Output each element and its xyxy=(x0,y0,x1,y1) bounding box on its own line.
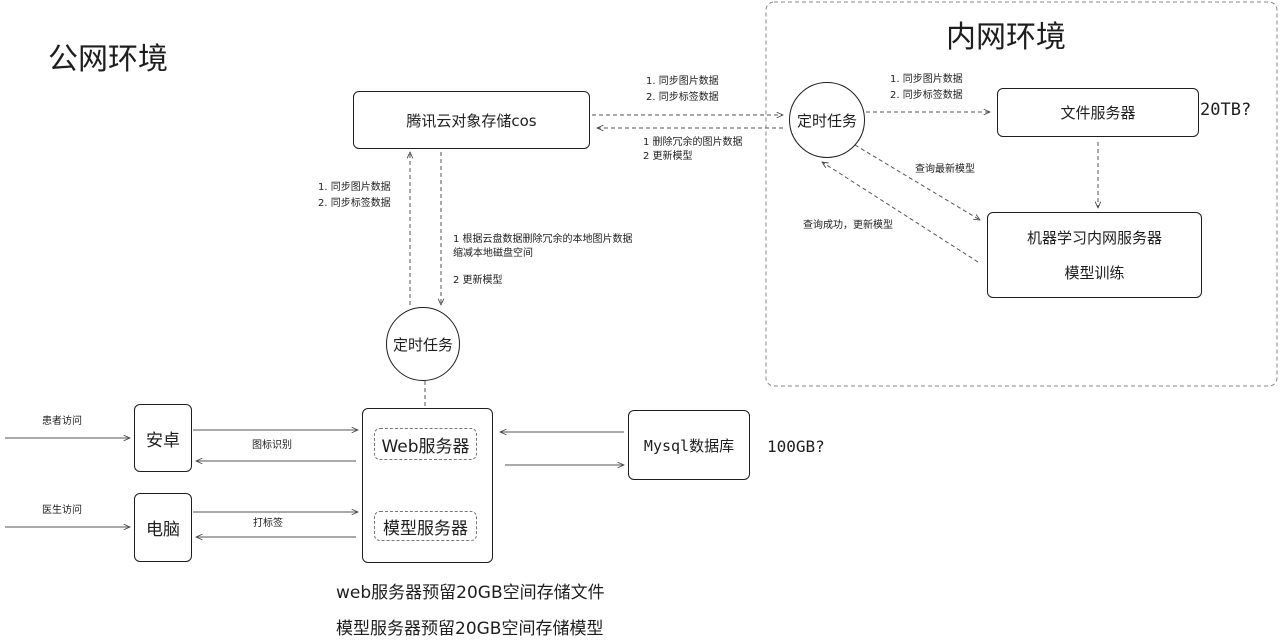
note-model-reserve: 模型服务器预留20GB空间存储模型 xyxy=(336,619,604,639)
intranet-region-border xyxy=(765,1,1278,387)
label-doctor-visit: 医生访问 xyxy=(42,505,82,516)
label-cos-sync-1: 1. 同步图片数据 xyxy=(646,76,719,87)
label-cos-sync-2: 2. 同步标签数据 xyxy=(646,92,719,103)
note-web-reserve: web服务器预留20GB空间存储文件 xyxy=(336,583,605,603)
label-icon-recognition: 图标识别 xyxy=(252,440,292,451)
label-tagging: 打标签 xyxy=(253,518,283,529)
label-sched-file-1: 1. 同步图片数据 xyxy=(890,74,963,85)
web-server-node[interactable]: Web服务器 xyxy=(374,428,477,460)
label-intranet-update-model: 2 更新模型 xyxy=(643,151,693,162)
label-public-up-2: 2. 同步标签数据 xyxy=(318,198,391,209)
arrow-ml-to-scheduler xyxy=(822,162,979,263)
file-server-node[interactable]: 文件服务器 xyxy=(997,88,1199,137)
ml-server-sublabel: 模型训练 xyxy=(1064,264,1125,282)
mysql-node[interactable]: Mysql数据库 xyxy=(628,410,750,480)
label-public-down-1b: 缩减本地磁盘空间 xyxy=(453,248,533,259)
cos-node[interactable]: 腾讯云对象存储cos xyxy=(353,91,590,149)
label-patient-visit: 患者访问 xyxy=(42,416,82,427)
label-intranet-delete: 1 删除冗余的图片数据 xyxy=(643,137,743,148)
intranet-scheduler-node[interactable]: 定时任务 xyxy=(789,82,865,158)
label-public-down-1: 1 根据云盘数据删除冗余的本地图片数据 xyxy=(453,234,633,245)
label-query-latest-model: 查询最新模型 xyxy=(915,164,975,175)
android-node[interactable]: 安卓 xyxy=(134,404,192,472)
label-public-up-1: 1. 同步图片数据 xyxy=(318,182,391,193)
public-scheduler-node[interactable]: 定时任务 xyxy=(386,307,460,381)
note-file-capacity: 20TB? xyxy=(1200,100,1252,120)
label-sched-file-2: 2. 同步标签数据 xyxy=(890,90,963,101)
ml-server-label: 机器学习内网服务器 xyxy=(1026,229,1162,247)
ml-server-node[interactable]: 机器学习内网服务器 模型训练 xyxy=(987,212,1202,298)
label-query-success: 查询成功，更新模型 xyxy=(803,220,893,231)
note-mysql-capacity: 100GB? xyxy=(767,437,825,456)
public-region-title: 公网环境 xyxy=(48,42,168,77)
pc-node[interactable]: 电脑 xyxy=(134,493,192,562)
label-public-down-2: 2 更新模型 xyxy=(453,275,503,286)
arrow-scheduler-to-ml xyxy=(854,144,980,220)
model-server-node[interactable]: 模型服务器 xyxy=(374,511,477,541)
intranet-region-title: 内网环境 xyxy=(946,20,1066,55)
